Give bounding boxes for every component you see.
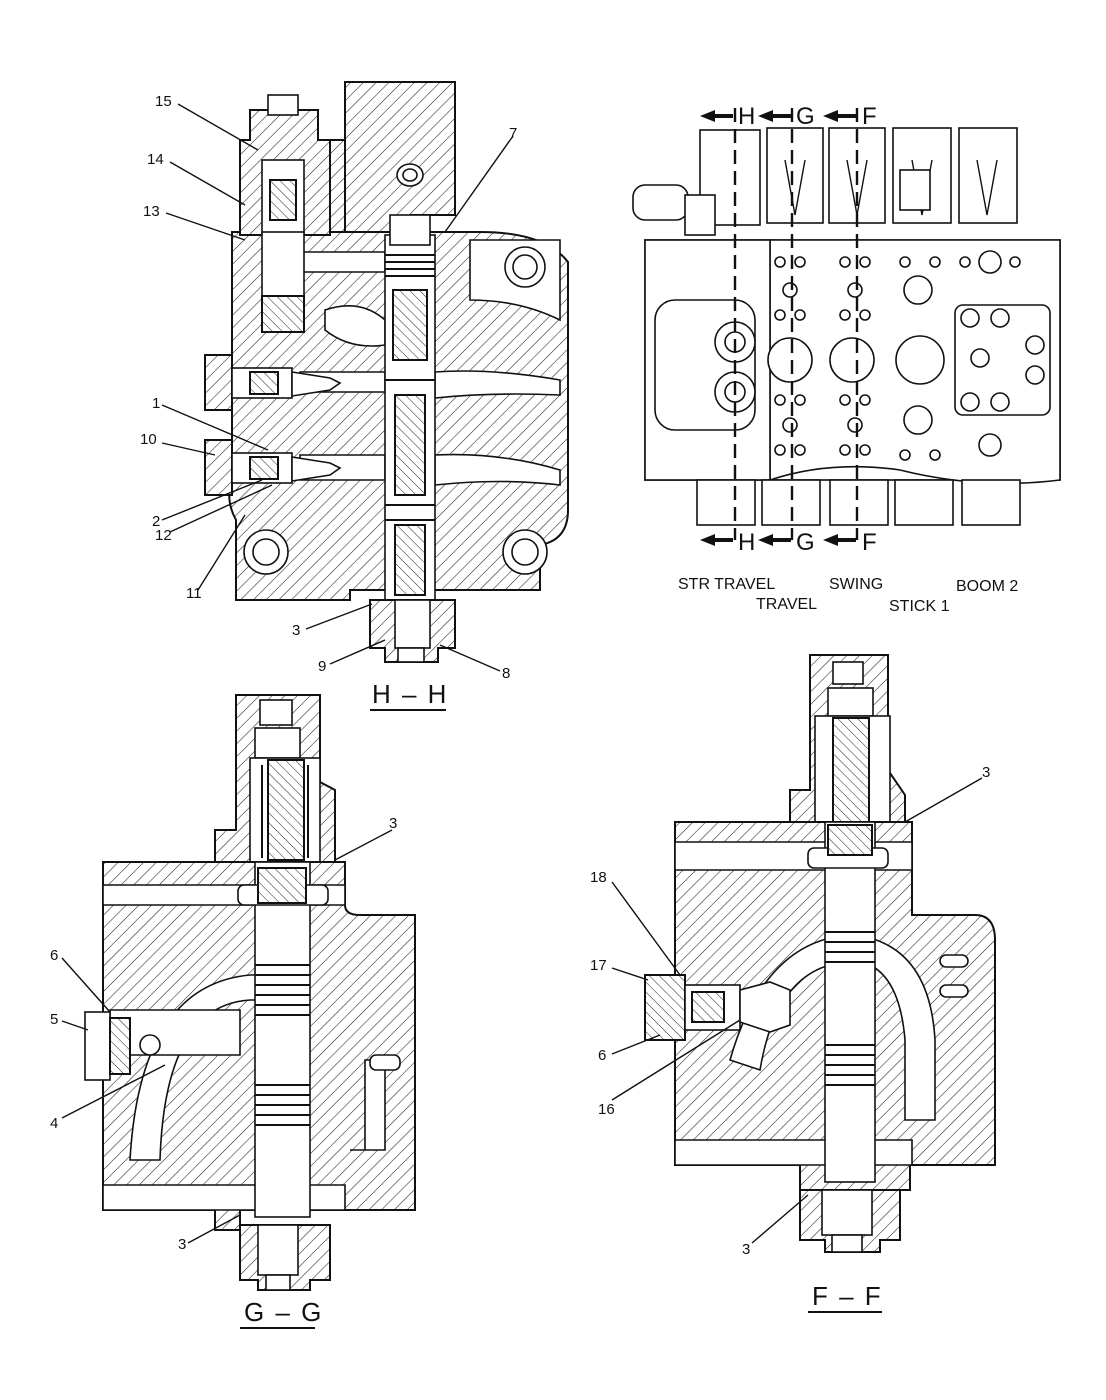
callout-ff-17: 17 xyxy=(590,957,607,974)
callout-gg-3-bottom: 3 xyxy=(178,1236,186,1253)
callout-15: 15 xyxy=(155,93,172,110)
callout-9: 9 xyxy=(318,658,326,675)
section-letter-h-top: H xyxy=(738,103,755,130)
callout-1: 1 xyxy=(152,395,160,412)
exterior-view xyxy=(632,108,1061,546)
section-label-gg: G – G xyxy=(244,1297,323,1327)
bank-label-swing: SWING xyxy=(829,576,883,593)
callout-gg-3-top: 3 xyxy=(389,815,397,832)
callout-ff-16: 16 xyxy=(598,1101,615,1118)
section-label-ff: F – F xyxy=(812,1281,883,1311)
bank-label-str-travel: STR TRAVEL xyxy=(678,576,775,593)
section-letter-h-bottom: H xyxy=(738,529,755,556)
section-letter-f-top: F xyxy=(862,103,877,130)
section-label-hh: H – H xyxy=(372,679,448,709)
callout-2: 2 xyxy=(152,513,160,530)
callout-ff-6: 6 xyxy=(598,1047,606,1064)
callout-13: 13 xyxy=(143,203,160,220)
section-letter-g-bottom: G xyxy=(796,529,815,556)
callout-ff-3-top: 3 xyxy=(982,764,990,781)
section-view-ff xyxy=(611,654,996,1253)
callout-11: 11 xyxy=(186,585,202,602)
callout-ff-3-bottom: 3 xyxy=(742,1241,750,1258)
callout-7: 7 xyxy=(509,125,517,142)
bank-label-boom2: BOOM 2 xyxy=(956,578,1018,595)
section-letter-f-bottom: F xyxy=(862,529,877,556)
section-view-gg xyxy=(61,694,416,1291)
callout-12: 12 xyxy=(155,527,172,544)
section-letter-g-top: G xyxy=(796,103,815,130)
bank-label-stick1: STICK 1 xyxy=(889,598,950,615)
section-view-hh xyxy=(161,81,569,672)
callout-14: 14 xyxy=(147,151,164,168)
callout-gg-5: 5 xyxy=(50,1011,58,1028)
callout-3: 3 xyxy=(292,622,300,639)
callout-ff-18: 18 xyxy=(590,869,607,886)
callout-10: 10 xyxy=(140,431,157,448)
callout-8: 8 xyxy=(502,665,510,682)
bank-label-travel: TRAVEL xyxy=(756,596,817,613)
callout-gg-4: 4 xyxy=(50,1115,58,1132)
callout-gg-6: 6 xyxy=(50,947,58,964)
